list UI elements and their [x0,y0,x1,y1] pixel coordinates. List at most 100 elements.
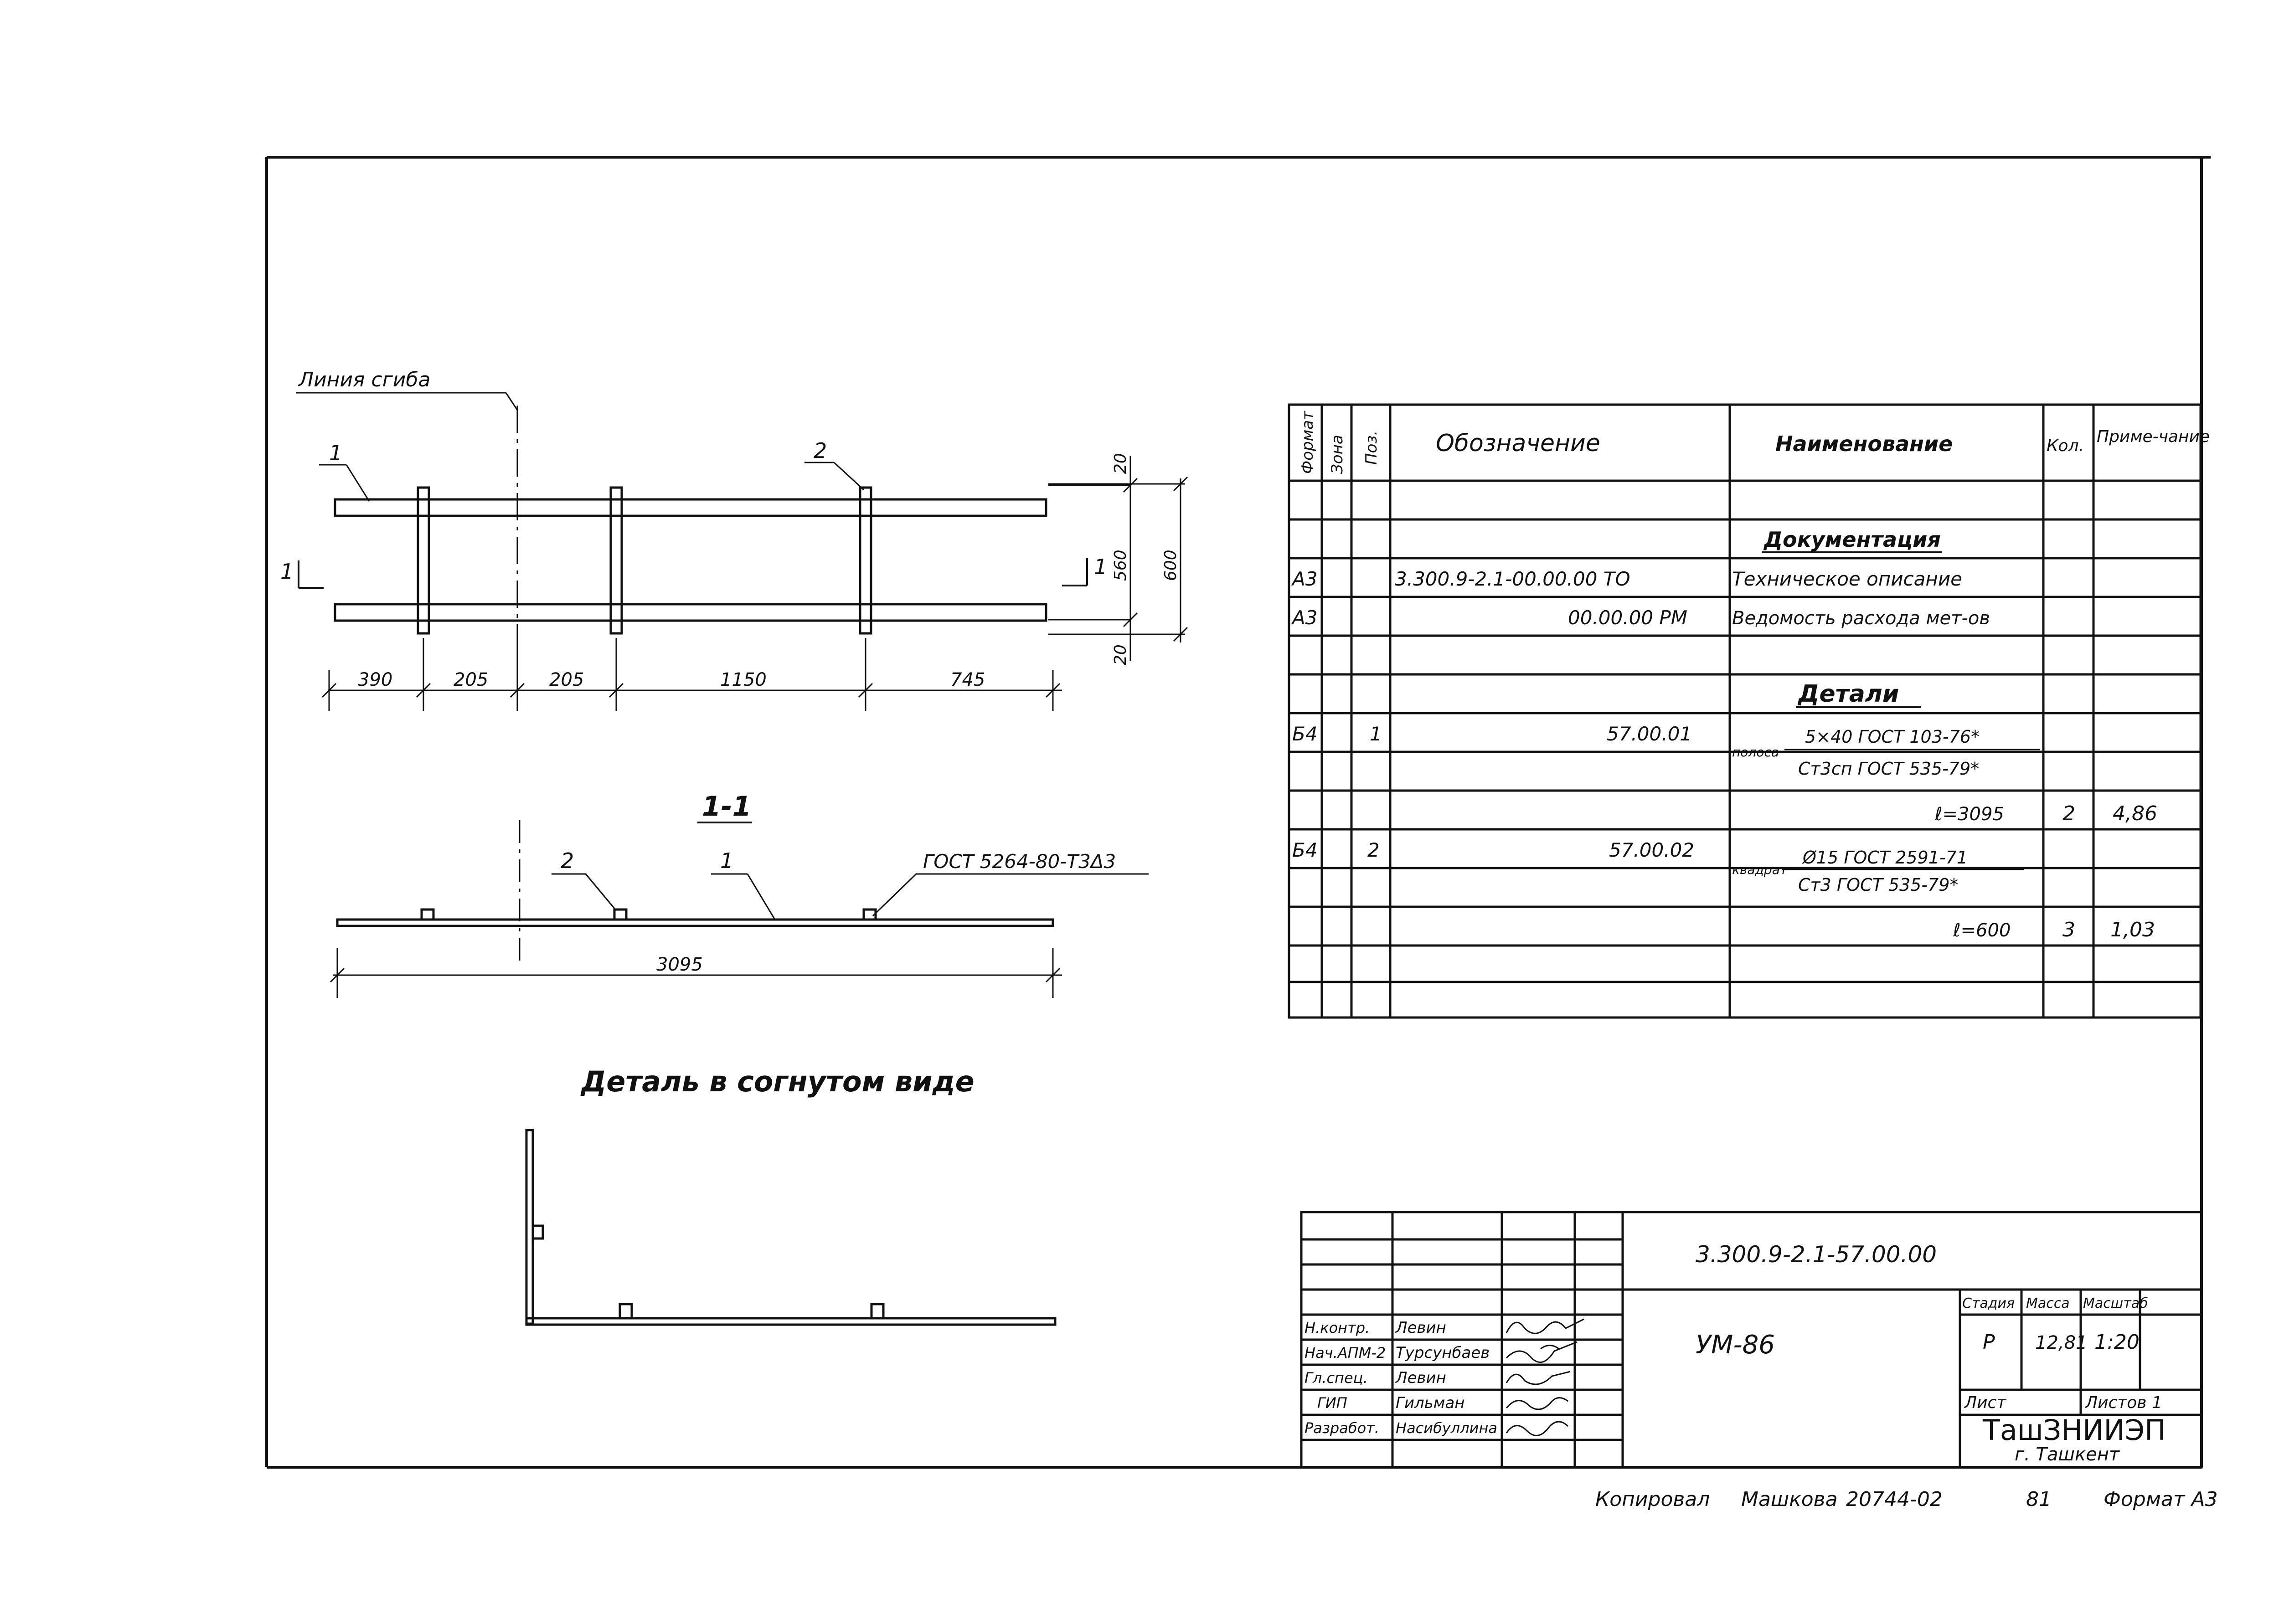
title-stage-label: Стадия [1962,1295,2015,1311]
dim-right-560: 560 [1111,550,1130,581]
spec-header-qty: Кол. [2047,437,2084,455]
spec-table [1288,403,2202,1019]
spec-row3-name-top: 5×40 ГОСТ 103-76* [1805,727,1980,747]
section-rung-3 [862,908,877,921]
title-scale: 1:20 [2094,1331,2140,1354]
title-block [1300,1211,2203,1469]
dim-bottom-390: 390 [358,669,392,690]
bent-rung-vertical [531,1224,544,1240]
pos-label-2: 2 [814,438,827,463]
name-0: Левин [1395,1319,1446,1337]
spec-row6-qty: 3 [2062,918,2075,941]
dim-right-20-bottom: 20 [1111,644,1130,665]
dim-right-20-top: 20 [1111,453,1130,474]
section-pos-2: 2 [561,848,574,873]
spec-row6-name: ℓ=600 [1953,920,2011,941]
spec-row2-format: А3 [1291,606,1317,629]
bent-title: Деталь в согнутом виде [580,1065,975,1098]
spec-row5-name-top: Ø15 ГОСТ 2591-71 [1802,848,1968,868]
spec-header-zone: Зона [1328,435,1346,474]
title-mass: 12,81 [2035,1332,2088,1353]
dim-bottom-205-b: 205 [549,669,584,690]
spec-header-note: Приме-чание [2097,427,2210,446]
spec-row1-name: Техническое описание [1732,568,1962,590]
bend-line-label: Линия сгиба [298,368,431,391]
strip-top [334,498,1047,517]
spec-row5-format: Б4 [1292,839,1318,861]
title-stage: Р [1983,1331,1995,1354]
spec-row3-pos: 1 [1370,723,1382,745]
title-org: ТашЗНИИЭП [1982,1413,2166,1447]
spec-row1-designation: 3.300.9-2.1-00.00.00 ТО [1395,568,1630,590]
section-pos-1: 1 [720,848,733,873]
plan-view: Линия сгиба 1 2 1 1 [280,368,1188,711]
spec-row1-format: А3 [1291,568,1317,590]
role-2: Гл.спец. [1304,1369,1368,1387]
title-sheet-label: Лист [1964,1393,2006,1412]
signatures [1506,1318,1584,1436]
footer-copied: Копировал [1595,1488,1710,1511]
title-sheets-label: Листов 1 [2084,1393,2162,1412]
name-2: Левин [1395,1369,1446,1387]
name-3: Гильман [1396,1394,1465,1412]
spec-row2-name: Ведомость расхода мет-ов [1732,608,1990,629]
pos-label-1: 1 [329,441,342,465]
section-title: 1-1 [702,791,751,822]
spec-row4-note: 4,86 [2113,802,2157,825]
spec-row6-note: 1,03 [2110,918,2155,941]
section-view: 1-1 2 1 ГОСТ 5264-80-Т3Δ3 3095 [330,791,1149,998]
title-city: г. Ташкент [2015,1444,2120,1465]
spec-row4-qty: 2 [2062,802,2075,825]
dim-bottom-745: 745 [950,669,985,690]
dim-bottom-1150: 1150 [720,669,767,690]
section-dim-3095: 3095 [656,954,703,975]
footer-page: 81 [2026,1488,2052,1511]
bent-rung-1 [619,1303,633,1320]
title-mass-label: Масса [2026,1295,2070,1311]
spec-header-pos: Поз. [1362,431,1381,465]
spec-header-name: Наименование [1775,432,1953,456]
spec-row3-name-bottom: Ст3сп ГОСТ 535-79* [1798,759,1979,779]
title-doc-code: 3.300.9-2.1-57.00.00 [1696,1241,1937,1268]
spec-row4-name: ℓ=3095 [1934,804,2004,825]
sheet-frame [265,156,2211,1469]
section-rung-1 [420,908,435,921]
name-1: Турсунбаев [1396,1344,1490,1362]
dim-bottom-205-a: 205 [454,669,488,690]
spec-row3-name-prefix: полоса [1732,745,1779,760]
spec-row5-name-bottom: Ст3 ГОСТ 535-79* [1798,875,1958,895]
spec-row3-designation: 57.00.01 [1607,723,1692,745]
section-mark-right: 1 [1094,555,1107,579]
spec-row5-pos: 2 [1367,839,1380,861]
footer-number: 20744-02 [1846,1488,1943,1511]
bent-horizontal-leg [525,1317,1057,1326]
rung-3 [859,486,872,635]
gost-weld-note: ГОСТ 5264-80-Т3Δ3 [923,850,1116,873]
rung-2 [609,486,623,635]
spec-row2-designation: 00.00.00 РМ [1568,606,1687,629]
bent-view: Деталь в согнутом виде [525,1065,1057,1326]
dim-right-600: 600 [1161,550,1180,581]
footer-format: Формат А3 [2104,1488,2218,1511]
strip-bottom [334,603,1047,622]
role-4: Разработ. [1304,1419,1379,1437]
title-item-name: УМ-86 [1696,1330,1775,1360]
spec-row3-format: Б4 [1292,723,1318,745]
section-strip [336,918,1054,927]
section-rung-2 [613,908,628,921]
spec-section-docs: Документация [1763,527,1941,552]
title-scale-label: Масштаб [2083,1295,2148,1311]
section-mark-left: 1 [280,559,294,584]
role-3: ГИП [1317,1394,1347,1412]
spec-header-format: Формат [1299,411,1317,474]
bent-rung-2 [870,1303,885,1320]
spec-header-designation: Обозначение [1436,430,1600,457]
spec-row5-designation: 57.00.02 [1609,839,1694,861]
footer-copier: Машкова [1741,1488,1838,1511]
role-0: Н.контр. [1304,1319,1370,1336]
name-4: Насибуллина [1396,1419,1497,1437]
role-1: Нач.АПМ-2 [1304,1344,1386,1362]
rung-1 [417,486,430,635]
spec-row5-name-prefix: квадрат [1732,862,1788,877]
